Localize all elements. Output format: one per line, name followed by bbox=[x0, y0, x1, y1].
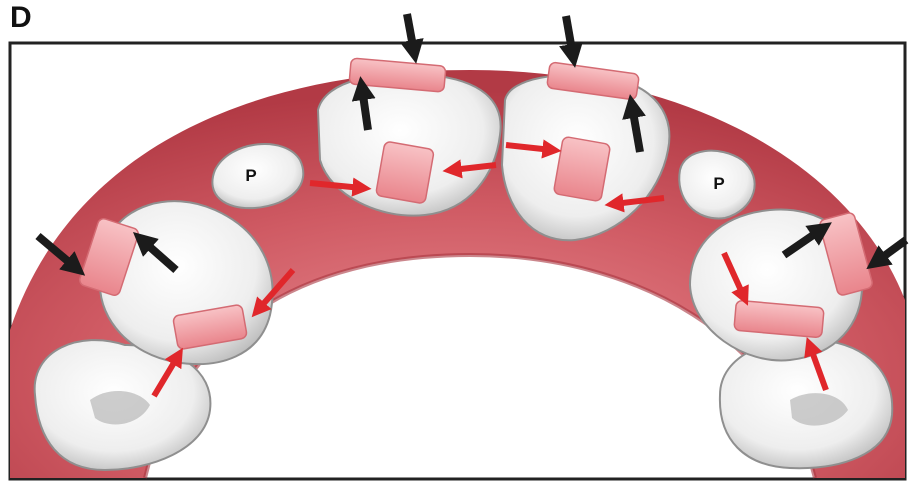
right-pontic: P bbox=[679, 151, 754, 219]
right-molar bbox=[720, 339, 892, 468]
left-incisor-lingual-attachment bbox=[376, 141, 435, 204]
left-pontic-label: P bbox=[245, 166, 256, 185]
right-incisor-lingual-attachment bbox=[553, 136, 610, 201]
right-pontic-label: P bbox=[713, 174, 724, 193]
